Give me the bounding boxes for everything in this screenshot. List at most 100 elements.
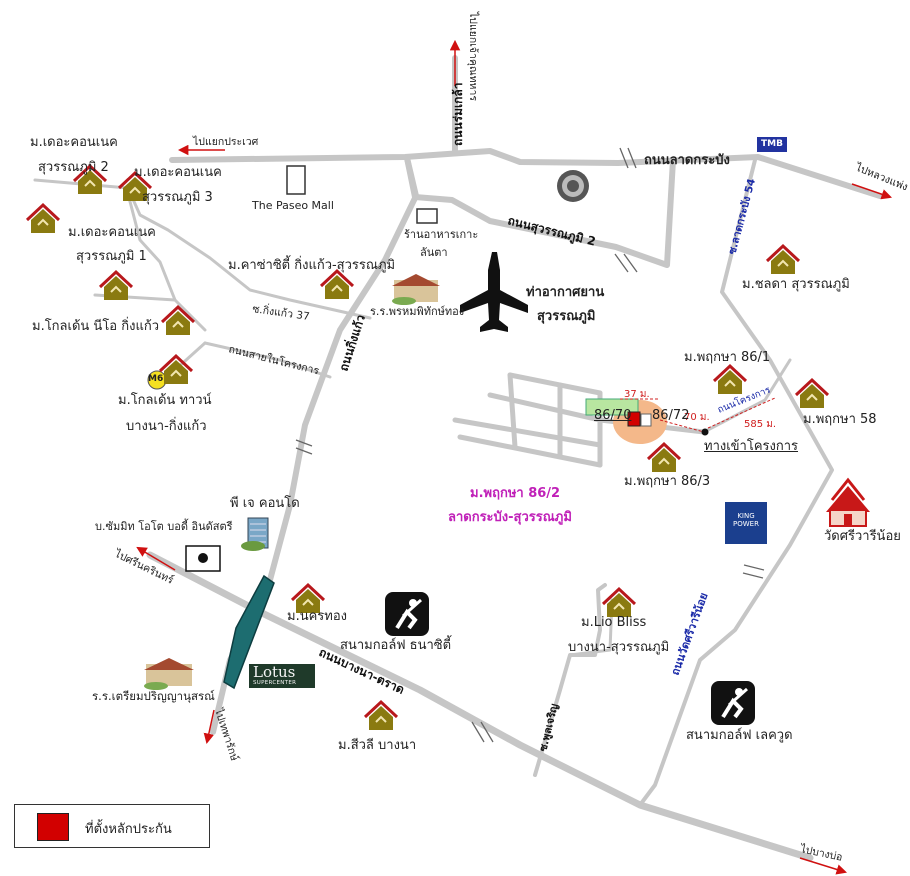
condo-building-icon [241, 517, 269, 551]
house-icon-chonlada [765, 244, 801, 276]
label-pruksa-86-3: ม.พฤกษา 86/3 [624, 474, 711, 489]
label-restaurant-a: ร้านอาหารเกาะ [404, 228, 479, 241]
golf-icon-thanacity [383, 590, 431, 638]
road-lat-krabang-54 [638, 158, 834, 807]
distance-lines [620, 397, 776, 433]
plot-outline [640, 413, 652, 427]
company-icon [185, 545, 221, 572]
dir-label-chao-khun-thahan: ไปแยกเจ้าคุณทหาร [467, 11, 480, 101]
label-golf-lakewood: สนามกอล์ฟ เลควูด [686, 728, 793, 743]
label-pruksa-58: ม.พฤกษา 58 [803, 412, 877, 427]
road-break-marks [295, 147, 765, 743]
collateral-location [627, 411, 641, 427]
label-project-entrance: ทางเข้าโครงการ [704, 439, 799, 454]
label-connect-3-a: ม.เดอะคอนเนค [134, 165, 222, 180]
label-airport-a: ท่าอากาศยาน [526, 285, 605, 300]
house-icon-pruksa-58 [794, 378, 830, 410]
label-connect-1-b: สุวรรณภูมิ 1 [76, 249, 147, 264]
road-phunchuen [533, 583, 607, 777]
overpass-bangna [223, 574, 275, 690]
house-icon-pruksa-86-1 [712, 364, 748, 396]
label-golden-town-b: บางนา-กิ่งแก้ว [126, 419, 207, 434]
house-icon-lio-bliss [601, 587, 637, 619]
label-company: บ.ซัมมิท โอโต บอดี้ อินดัสตรี [95, 520, 233, 533]
label-nakorn-thong: ม.นครทอง [287, 609, 347, 624]
label-restaurant-b: ลันตา [420, 246, 448, 259]
road-label-suvarnabhumi-2: ถนนสุวรรณภูมิ 2 [506, 213, 597, 249]
house-icon-golden-neo [160, 305, 196, 337]
airplane-icon [460, 252, 528, 332]
road-label-main-road-project: ถนนสายในโครงการ [227, 342, 321, 377]
label-project-line2: ลาดกระบัง-สุวรรณภูมิ [448, 510, 572, 525]
label-lio-bliss-a: ม.Lio Bliss [581, 615, 647, 630]
house-icon-pruksa-86-3 [646, 442, 682, 474]
road-bangna-trat [146, 551, 814, 862]
label-connect-1-a: ม.เดอะคอนเนค [68, 225, 156, 240]
golf-icon-lakewood [709, 679, 757, 727]
green-plot [585, 398, 639, 416]
label-chonlada: ม.ชลดา สุวรรณภูมิ [742, 277, 850, 292]
label-school-prom: ร.ร.พรหมพิทักษ์ทอง [370, 305, 465, 318]
distance-585: 585 ม. [744, 419, 776, 430]
house-icon-sivalee [363, 700, 399, 732]
king-power-line1: KING [737, 512, 755, 520]
label-connect-3-b: สุวรรณภูมิ 3 [142, 190, 213, 205]
arrow-to-srinakarin [136, 546, 176, 571]
tmb-logo: TMB [757, 137, 787, 152]
road-label-king-kaeo: ถนนกิ่งแก้ว [335, 312, 368, 373]
label-golden-town-a: ม.โกลเด้น ทาวน์ [118, 393, 212, 408]
entrance-dot [701, 428, 709, 436]
dir-label-thepharak: ไปเทพารักษ์ [212, 706, 241, 763]
label-pj-condo: พี เจ คอนโด [230, 496, 300, 511]
label-wat-si-wari-noi: วัดศรีวารีน้อย [824, 529, 901, 544]
house-icon-left-edge [25, 203, 61, 235]
label-lat-krabang-road: ถนนลาดกระบัง [644, 153, 730, 168]
label-paseo-mall: The Paseo Mall [252, 199, 334, 212]
school-triam-icon [144, 658, 194, 690]
shrine-icon [557, 170, 589, 202]
label-pruksa-86-1: ม.พฤกษา 86/1 [684, 350, 771, 365]
road-label-lat-krabang-54: ซ.ลาดกระบัง 54 [726, 177, 758, 255]
label-golf-thanacity: สนามกอล์ฟ ธนาซิตี้ [340, 638, 452, 653]
label-plot-86-70: 86/70 [594, 408, 632, 423]
lotus-logo: Lotus SUPERCENTER [249, 664, 315, 688]
label-connect-2-b: สุวรรณภูมิ 2 [38, 160, 109, 175]
paseo-mall-icon [286, 165, 306, 195]
house-icon-casa [319, 269, 355, 301]
house-icon-connect-1 [98, 270, 134, 302]
road-in-project [203, 341, 332, 379]
road-label-phunchuen: ซ.พูลเจริญ [537, 702, 561, 753]
arrow-to-luang-phaeng [851, 183, 892, 200]
lotus-logo-sub: SUPERCENTER [253, 680, 297, 686]
label-connect-2-a: ม.เดอะคอนเนค [30, 135, 118, 150]
arrow-to-bang-bo [799, 857, 848, 875]
legend-swatch [37, 813, 69, 841]
lotus-logo-text: Lotus [253, 663, 296, 681]
label-project-line1: ม.พฤกษา 86/2 [470, 486, 561, 501]
legend-label: ที่ตั้งหลักประกัน [85, 822, 172, 837]
road-left-2 [125, 188, 177, 302]
wat-icon [826, 477, 870, 527]
road-top [169, 148, 883, 199]
road-label-wat-si-wari-noi: ถนนวัดศรีวารีน้อย [669, 591, 711, 677]
label-sivalee: ม.สีวลี บางนา [338, 738, 417, 753]
label-casa: ม.คาซ่าซิตี้ กิ่งแก้ว-สุวรรณภูมิ [228, 258, 396, 273]
label-to-prawet: ไปแยกประเวศ [193, 136, 259, 148]
label-school-triam: ร.ร.เตรียมปริญญานุสรณ์ [92, 689, 215, 703]
label-lio-bliss-b: บางนา-สุวรรณภูมิ [568, 640, 670, 655]
legend: ที่ตั้งหลักประกัน [14, 804, 210, 848]
road-label-rom-klao: ถนนร่มเกล้า [451, 83, 465, 147]
label-m6: M6 [148, 374, 164, 384]
road-label-soi-king-kaeo-37: ซ.กิ่งแก้ว 37 [252, 301, 311, 323]
king-power-line2: POWER [733, 519, 759, 528]
distance-37: 37 ม. [624, 389, 650, 400]
king-power-logo: KING POWER [725, 502, 767, 544]
arrow-to-thepharak [203, 709, 215, 745]
dir-label-bang-bo: ไปบางบ่อ [798, 842, 843, 864]
road-entrance [702, 358, 792, 434]
school-prom-icon [392, 274, 440, 305]
direction-arrows [136, 39, 892, 875]
label-airport-b: สุวรรณภูมิ [537, 309, 596, 324]
label-plot-86-72: 86/72 [652, 408, 690, 423]
